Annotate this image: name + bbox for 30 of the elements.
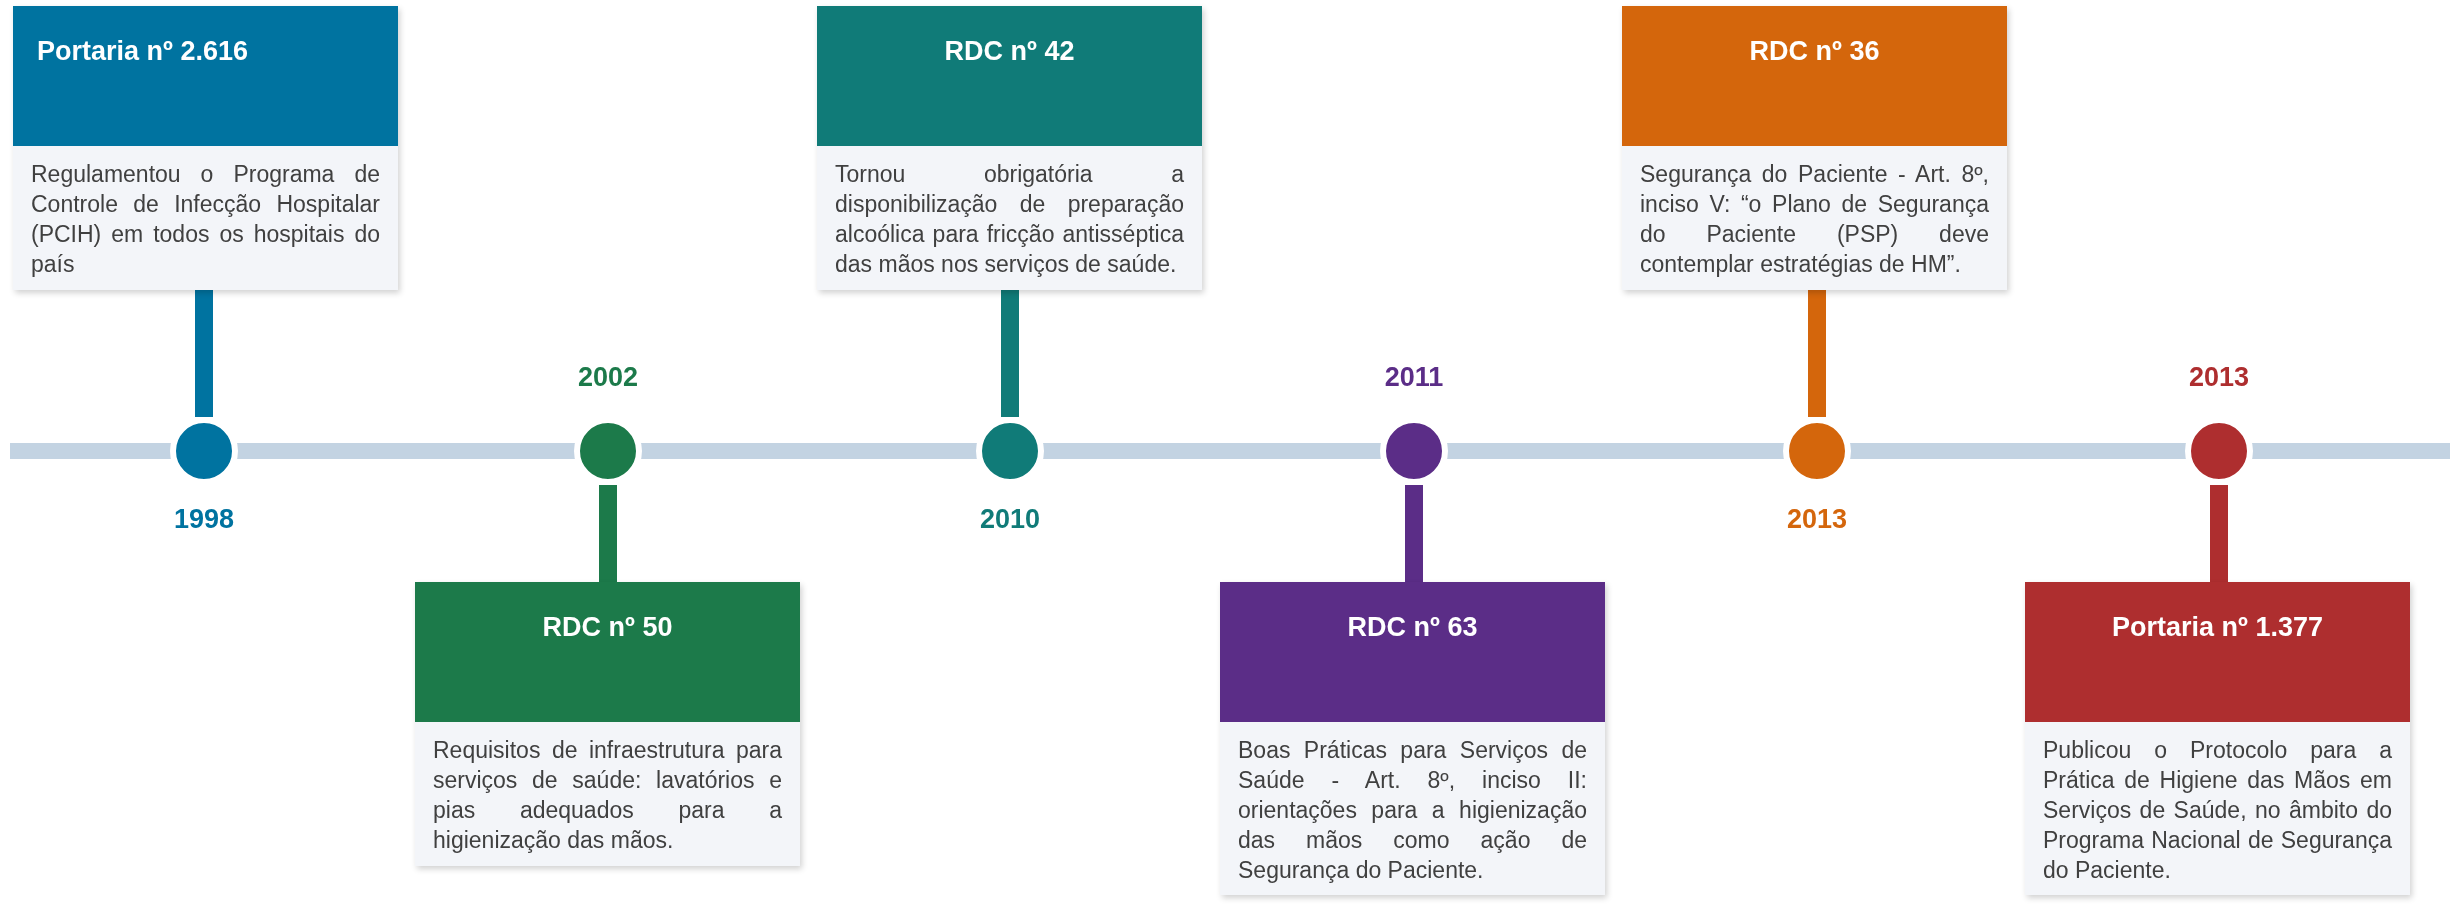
card-text: Requisitos de infraestrutura para serviços de saúde: lavatórios e pias adequados para a higienização das mãos. bbox=[432, 736, 783, 855]
card-title: Portaria nº 1.377 bbox=[2025, 582, 2410, 722]
card-title: RDC nº 36 bbox=[1622, 6, 2007, 146]
timeline-card bbox=[415, 582, 800, 866]
connector-stem bbox=[1808, 289, 1826, 417]
year-label: 2013 bbox=[2187, 362, 2251, 393]
timeline-card bbox=[2025, 582, 2410, 896]
card-text: Tornou obrigatória a disponibilização de preparação alcoólica para fricção antisséptica das mãos nos serviços de saúde. bbox=[834, 160, 1185, 279]
timeline-card bbox=[1220, 582, 1605, 896]
timeline-card bbox=[13, 6, 398, 290]
year-label: 2010 bbox=[978, 504, 1042, 535]
card-title: Portaria nº 2.616 bbox=[13, 6, 398, 146]
connector-stem bbox=[1405, 485, 1423, 582]
connector-stem bbox=[2210, 485, 2228, 582]
card-text: Regulamentou o Programa de Controle de Infecção Hospitalar (PCIH) em todos os hospitais do país bbox=[30, 160, 381, 279]
connector-stem bbox=[1001, 289, 1019, 417]
card-text: Boas Práticas para Serviços de Saúde - Art. 8º, inciso II: orientações para a higienização das mãos como ação de Segurança do Paciente. bbox=[1237, 736, 1588, 885]
card-title: RDC nº 63 bbox=[1220, 582, 1605, 722]
year-label: 1998 bbox=[172, 504, 236, 535]
connector-stem bbox=[195, 289, 213, 417]
year-label: 2011 bbox=[1383, 362, 1445, 393]
card-text: Segurança do Paciente - Art. 8º, inciso V: “o Plano de Segurança do Paciente (PSP) deve contemplar estratégias de HM”. bbox=[1639, 160, 1990, 279]
timeline-card bbox=[817, 6, 1202, 290]
year-label: 2013 bbox=[1785, 504, 1849, 535]
year-label: 2002 bbox=[576, 362, 640, 393]
timeline-card bbox=[1622, 6, 2007, 290]
connector-stem bbox=[599, 485, 617, 582]
card-text: Publicou o Protocolo para a Prática de Higiene das Mãos em Serviços de Saúde, no âmbito do Programa Nacional de Segurança do Paciente. bbox=[2042, 736, 2393, 885]
card-title: RDC nº 42 bbox=[817, 6, 1202, 146]
card-title: RDC nº 50 bbox=[415, 582, 800, 722]
